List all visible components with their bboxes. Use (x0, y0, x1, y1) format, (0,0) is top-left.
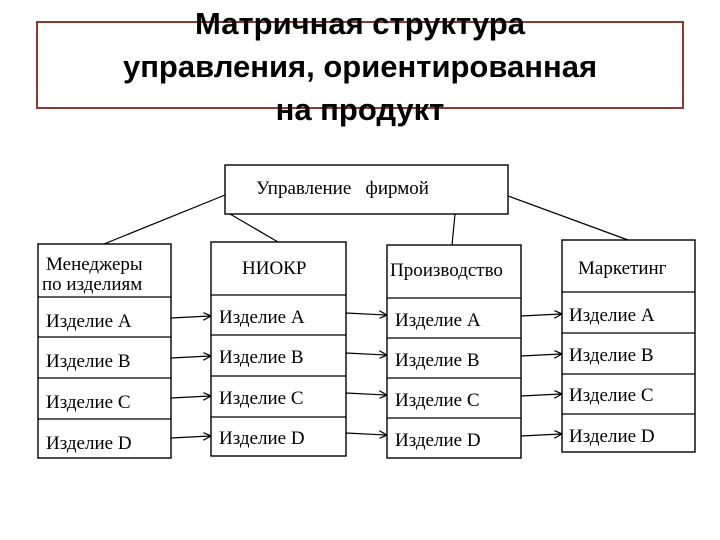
arrow (345, 313, 386, 315)
column-header: Маркетинг (578, 258, 667, 279)
connector-to-niokr (229, 213, 279, 243)
cell-item: Изделие D (219, 428, 305, 449)
connector-to-production (451, 213, 456, 246)
cell-item: Изделие D (569, 426, 655, 447)
arrow (170, 356, 210, 358)
top-box-label: Управление фирмой (256, 178, 429, 199)
slide-title: Матричная структура управления, ориентир… (0, 2, 720, 131)
connector-to-marketing (507, 195, 629, 241)
column-managers: Менеджеры по изделиям Изделие A Изделие … (37, 243, 172, 459)
connector-to-managers (103, 194, 226, 245)
matrix-arrows (170, 313, 561, 438)
title-line-2: управления, ориентированная (122, 49, 598, 84)
cell-item: Изделие D (46, 433, 132, 454)
cell-item: Изделие A (219, 307, 305, 328)
arrow (345, 433, 386, 435)
column-header-line1: Менеджеры (46, 254, 143, 275)
arrow (170, 396, 210, 398)
arrow (520, 434, 561, 436)
cell-item: Изделие B (46, 351, 131, 372)
column-production: Производство Изделие A Изделие B Изделие… (386, 244, 522, 459)
hierarchy-connectors (103, 194, 629, 246)
column-niokr: НИОКР Изделие A Изделие B Изделие C Изде… (210, 241, 347, 457)
arrow (170, 316, 210, 318)
cell-item: Изделие B (395, 350, 480, 371)
cell-item: Изделие A (46, 311, 132, 332)
column-header: НИОКР (242, 258, 306, 279)
cell-item: Изделие C (395, 390, 480, 411)
title-line-3: на продукт (275, 92, 445, 127)
column-marketing: Маркетинг Изделие A Изделие B Изделие C … (561, 239, 696, 453)
arrow (170, 436, 210, 438)
arrow (345, 393, 386, 395)
cell-item: Изделие C (46, 392, 131, 413)
cell-item: Изделие C (219, 388, 304, 409)
cell-item: Изделие B (569, 345, 654, 366)
cell-item: Изделие A (569, 305, 655, 326)
cell-item: Изделие B (219, 347, 304, 368)
arrow (520, 394, 561, 396)
column-header-line2: по изделиям (42, 274, 142, 295)
arrow (520, 354, 561, 356)
arrow (520, 314, 561, 316)
column-header: Производство (390, 260, 503, 281)
arrow (345, 353, 386, 355)
cell-item: Изделие A (395, 310, 481, 331)
top-management-box: Управление фирмой (224, 164, 509, 215)
title-frame (36, 21, 684, 109)
cell-item: Изделие D (395, 430, 481, 451)
title-line-1: Матричная структура (195, 6, 525, 41)
cell-item: Изделие C (569, 385, 654, 406)
